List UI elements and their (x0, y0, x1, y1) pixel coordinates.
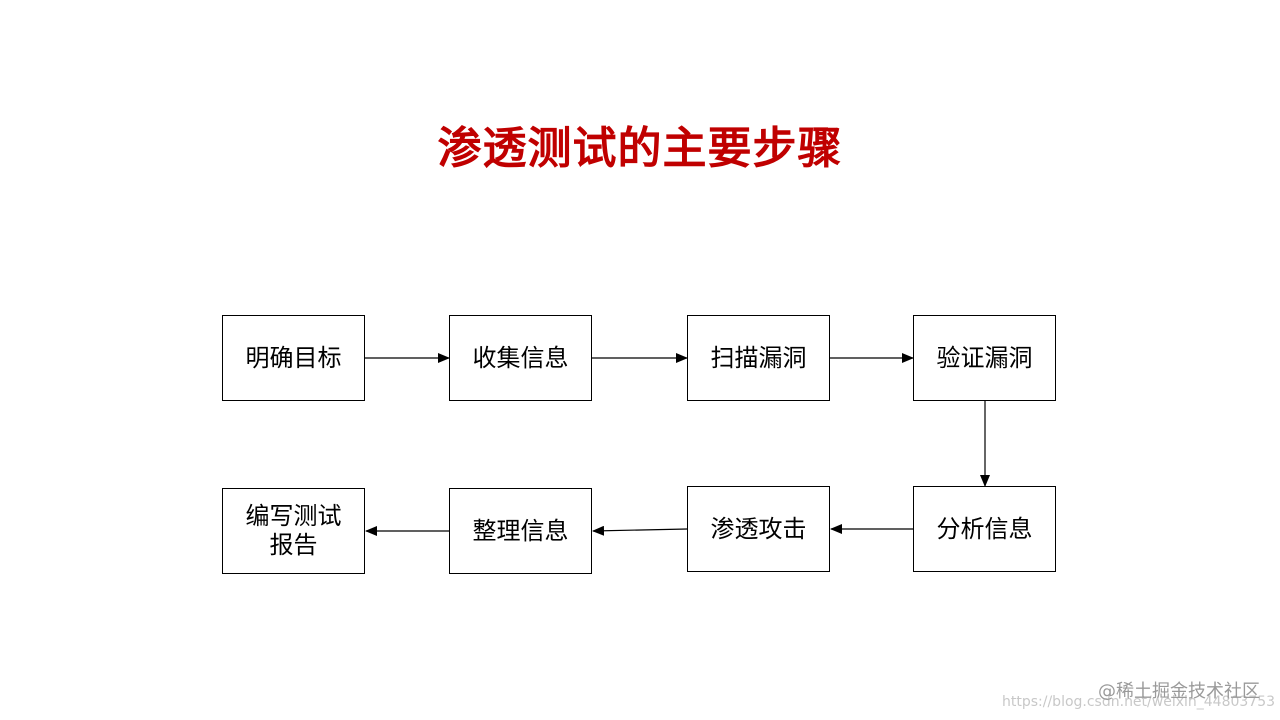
step-label: 扫描漏洞 (710, 343, 807, 372)
step-label: 渗透攻击 (710, 514, 807, 543)
watermark-url: https://blog.csdn.net/weixin_44803753 (1002, 694, 1276, 710)
step-box-scan-vulnerabilities: 扫描漏洞 (687, 315, 830, 401)
watermark-brand: @稀土掘金技术社区 (1098, 681, 1260, 702)
step-label: 分析信息 (936, 514, 1033, 543)
step-box-define-target: 明确目标 (222, 315, 365, 401)
diagram-title: 渗透测试的主要步骤 (437, 123, 843, 174)
step-box-write-report: 编写测试 报告 (222, 488, 365, 574)
step-label: 整理信息 (472, 516, 569, 545)
step-label: 明确目标 (245, 343, 342, 372)
step-box-organize-info: 整理信息 (449, 488, 592, 574)
step-box-verify-vulnerabilities: 验证漏洞 (913, 315, 1056, 401)
step-label: 验证漏洞 (936, 343, 1033, 372)
step-label: 收集信息 (472, 343, 569, 372)
step-label: 编写测试 报告 (245, 502, 342, 559)
step-box-analyze-info: 分析信息 (913, 486, 1056, 572)
arrow-step6-to-step7 (592, 525, 688, 536)
step-box-penetration-attack: 渗透攻击 (687, 486, 830, 572)
step-box-collect-info: 收集信息 (449, 315, 592, 401)
